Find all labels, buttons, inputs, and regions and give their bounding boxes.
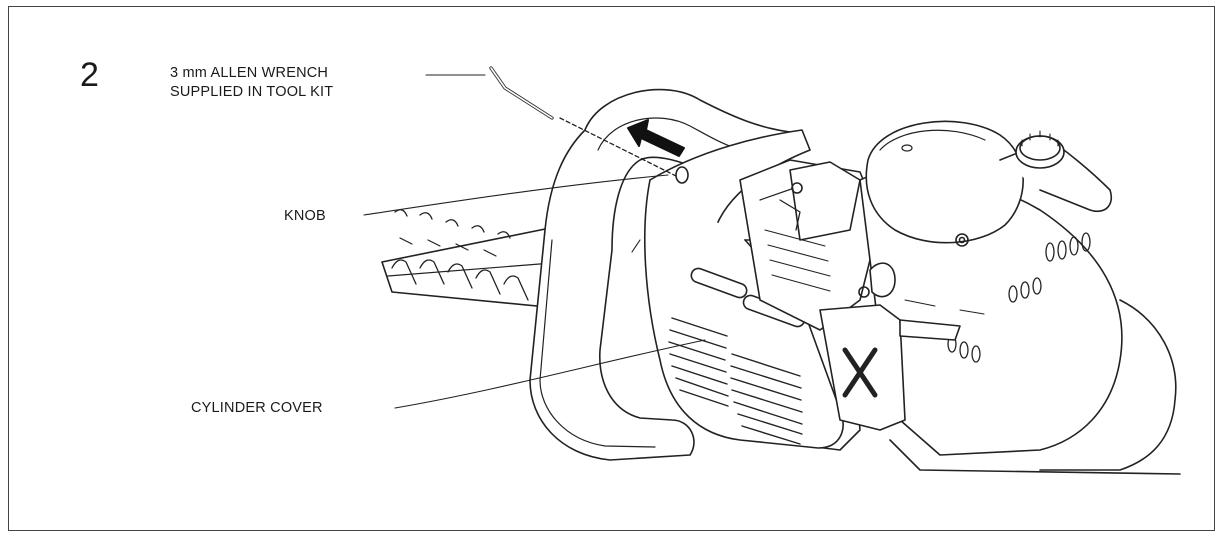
insertion-guide-line [559, 117, 677, 177]
cylinder-cover [643, 129, 861, 451]
knob-leader-line [363, 174, 669, 216]
wrench-label-line2: SUPPLIED IN TOOL KIT [170, 84, 334, 100]
cylinder-cover-leader-line [394, 339, 706, 409]
carburetor-area [779, 161, 961, 341]
step-number: 2 [80, 56, 99, 94]
wrench-label-line1: 3 mm ALLEN WRENCH [170, 65, 329, 81]
allen-wrench [489, 66, 554, 120]
engine-body [739, 159, 1181, 475]
illustration-frame [8, 6, 1215, 531]
knob [675, 166, 689, 184]
recoil-starter [865, 120, 1112, 247]
blade-assembly [381, 209, 579, 311]
cylinder-cover-label: CYLINDER COVER [191, 400, 323, 416]
wrench-label: 3 mm ALLEN WRENCH SUPPLIED IN TOOL KIT [170, 64, 333, 102]
direction-arrow-icon [627, 119, 685, 157]
knob-label: KNOB [284, 208, 326, 224]
